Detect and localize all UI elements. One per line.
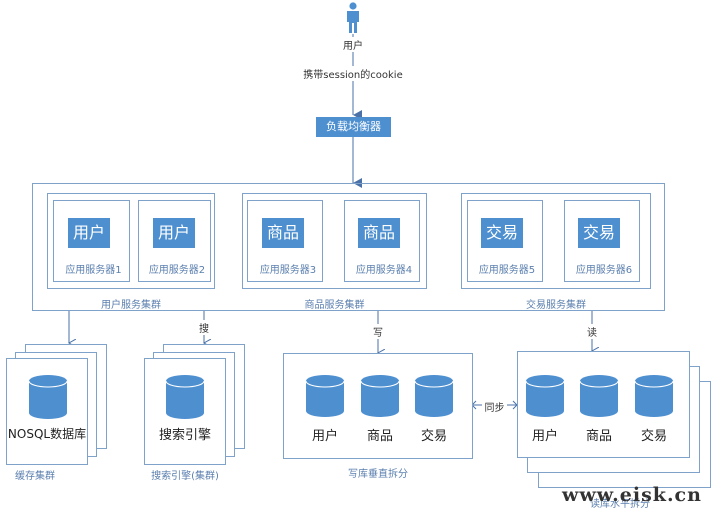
database-icon — [635, 375, 673, 417]
server-tile: 交易 — [578, 218, 620, 248]
edge-label-read: 读 — [584, 324, 600, 339]
server-tile: 商品 — [358, 218, 400, 248]
search-engine-caption: 搜索引擎(集群) — [151, 471, 219, 482]
edge-label-sync: 同步 — [482, 399, 507, 414]
edge-label-search: 搜 — [196, 320, 212, 335]
server-name: 应用服务器4 — [355, 265, 413, 276]
write-db-trade: 交易 — [420, 429, 447, 444]
server-name: 应用服务器1 — [65, 265, 122, 276]
server-tile: 商品 — [262, 218, 304, 248]
database-icon — [361, 375, 399, 417]
cluster-label: 用户服务集群 — [101, 300, 161, 311]
database-icon — [580, 375, 618, 417]
watermark: www.eisk.cn — [562, 484, 702, 506]
read-db-product: 商品 — [585, 429, 612, 444]
person-icon — [347, 2, 359, 33]
server-tile: 交易 — [481, 218, 523, 248]
server-tile: 用户 — [68, 218, 110, 248]
edge-label-write: 写 — [370, 324, 386, 339]
write-db-product: 商品 — [366, 429, 393, 444]
server-name: 应用服务器3 — [259, 265, 317, 276]
read-db-user: 用户 — [531, 429, 558, 444]
app-server-container — [32, 183, 665, 311]
cluster-label: 交易服务集群 — [526, 300, 586, 311]
write-db-caption: 写库垂直拆分 — [348, 469, 408, 480]
database-icon — [166, 375, 204, 419]
server-tile: 用户 — [153, 218, 195, 248]
load-balancer[interactable]: 负载均衡器 — [316, 117, 391, 137]
read-db-caption: 读库水平拆分 — [590, 499, 650, 510]
user-label: 用户 — [334, 37, 372, 52]
read-db-trade: 交易 — [640, 429, 667, 444]
search-engine-label: 搜索引擎 — [158, 428, 211, 443]
database-icon — [306, 375, 344, 417]
cluster-label: 商品服务集群 — [304, 300, 365, 311]
database-icon — [415, 375, 453, 417]
cache-db-label: NOSQL数据库 — [7, 427, 87, 441]
write-db-user: 用户 — [311, 429, 338, 444]
server-name: 应用服务器6 — [575, 265, 633, 276]
edge-label-session-cookie: 携带session的cookie — [300, 66, 406, 81]
server-name: 应用服务器5 — [478, 265, 536, 276]
cache-caption: 缓存集群 — [15, 471, 55, 482]
database-icon — [29, 375, 67, 419]
database-icon — [526, 375, 564, 417]
server-name: 应用服务器2 — [148, 265, 206, 276]
